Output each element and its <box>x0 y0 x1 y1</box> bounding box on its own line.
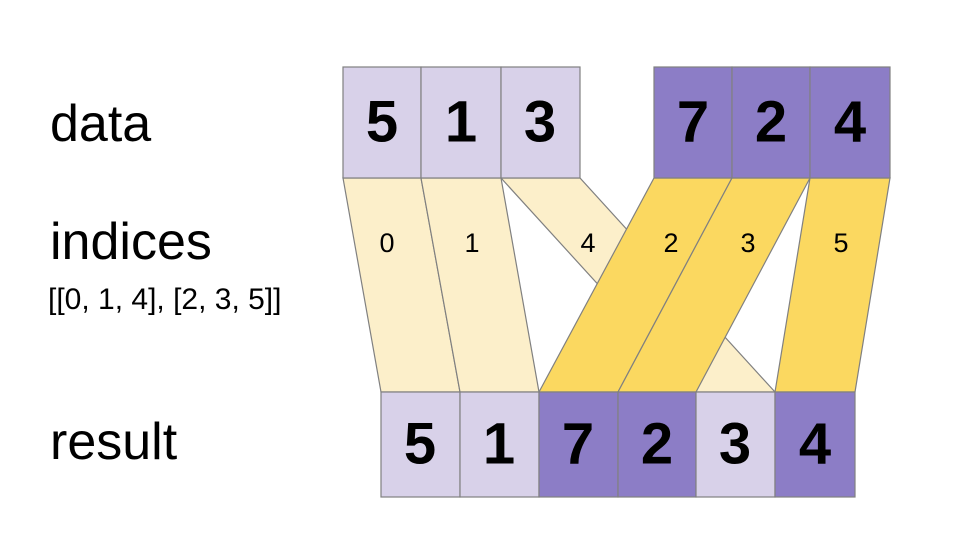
result-value-5: 4 <box>799 411 831 476</box>
data-cell-3 <box>653 66 733 179</box>
result-cell-0 <box>380 391 461 498</box>
data-value-2: 3 <box>524 89 556 154</box>
result-cell-3 <box>617 391 697 498</box>
data-value-3: 7 <box>677 89 709 154</box>
row-label-data: data <box>50 95 152 153</box>
data-value-1: 1 <box>445 89 477 154</box>
ribbon-label-0: 0 <box>379 228 394 258</box>
result-value-1: 1 <box>483 411 515 476</box>
data-row: 5 1 3 7 2 4 <box>342 66 891 179</box>
result-value-4: 3 <box>719 411 751 476</box>
ribbon-label-3: 3 <box>740 228 755 258</box>
row-label-indices: indices <box>50 213 212 271</box>
result-cell-1 <box>459 391 540 498</box>
data-cell-0 <box>342 66 422 179</box>
result-cell-4 <box>695 391 776 498</box>
result-value-3: 2 <box>641 411 673 476</box>
ribbon-label-2: 2 <box>663 228 678 258</box>
ribbon-layer: 0 1 4 2 3 5 <box>342 177 891 393</box>
data-value-4: 2 <box>755 89 787 154</box>
data-cell-5 <box>809 66 891 179</box>
data-cell-2 <box>500 66 581 179</box>
result-row: 5 1 7 2 3 4 <box>380 391 856 498</box>
ribbon-label-1: 1 <box>464 228 479 258</box>
data-cell-1 <box>420 66 502 179</box>
result-value-0: 5 <box>404 411 436 476</box>
row-label-result: result <box>50 413 178 471</box>
ribbon-label-5: 5 <box>833 228 848 258</box>
ribbon-label-4: 4 <box>580 228 595 258</box>
data-value-0: 5 <box>366 89 398 154</box>
indices-value-text: [[0, 1, 4], [2, 3, 5]] <box>48 283 282 316</box>
data-value-5: 4 <box>834 89 866 154</box>
result-cell-5 <box>774 391 856 498</box>
result-value-2: 7 <box>562 411 594 476</box>
